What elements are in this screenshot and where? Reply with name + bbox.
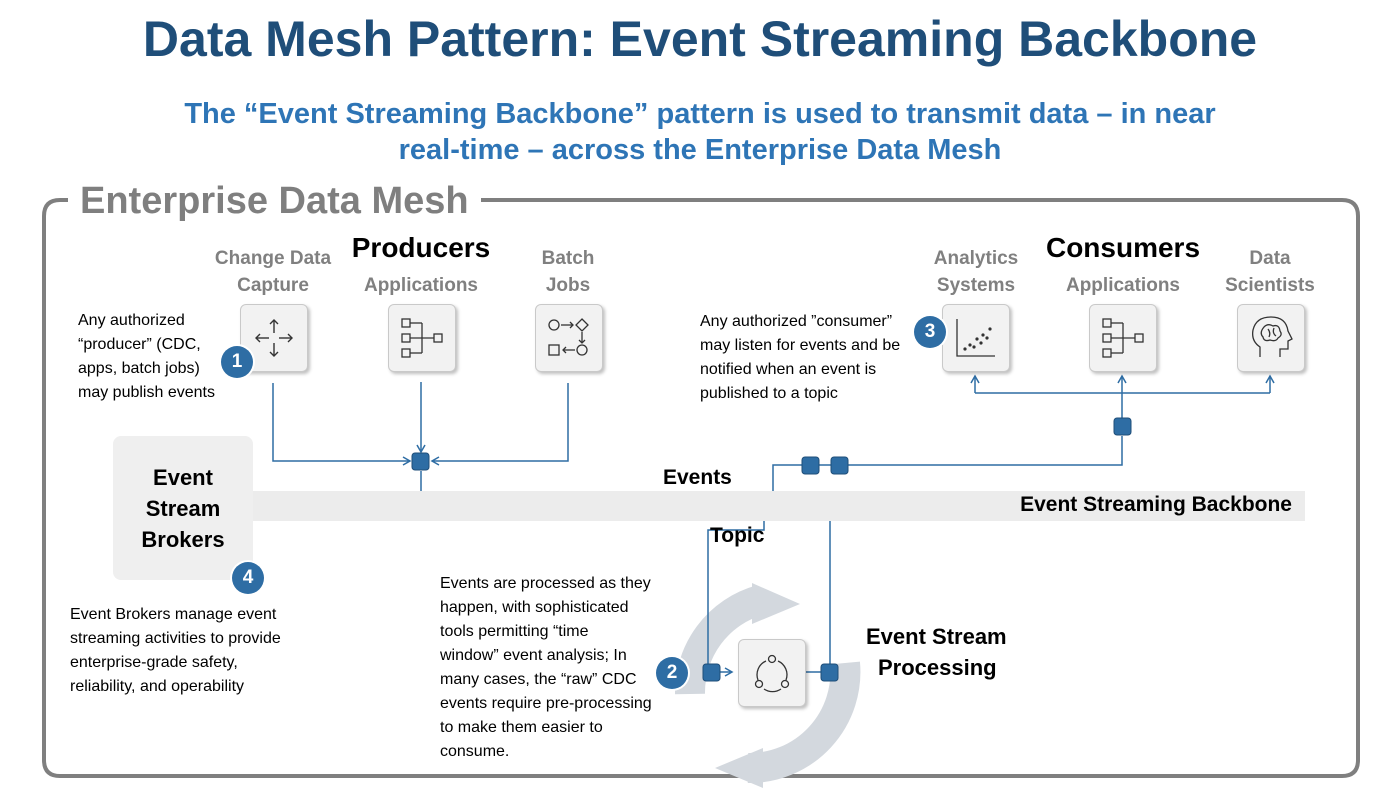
note-3-line: Any authorized ”consumer” [700, 313, 893, 330]
hierarchy-icon [1102, 318, 1144, 358]
note-2-line: events require pre-processing [440, 695, 652, 712]
producer-apps-label: Applications [363, 275, 478, 296]
brokers-line: Brokers [141, 526, 225, 552]
mesh-label: Enterprise Data Mesh [68, 180, 481, 223]
backbone-label: Event Streaming Backbone [1020, 493, 1292, 516]
brain-head-icon [1252, 316, 1293, 357]
page-title: Data Mesh Pattern: Event Streaming Backb… [142, 11, 1258, 67]
note-1-line: apps, batch jobs) [78, 360, 200, 377]
scatter-chart-icon [956, 319, 995, 357]
note-3-line: notified when an event is [700, 361, 877, 378]
note-producers: Any authorized “producer” (CDC, apps, ba… [78, 309, 248, 405]
consumers-heading: Consumers [1045, 232, 1201, 263]
processing-label: Event Stream Processing [866, 621, 1016, 683]
note-4-line: reliability, and operability [70, 678, 245, 695]
note-2-line: consume. [440, 743, 510, 760]
brokers-line: Event [153, 464, 213, 490]
note-4-line: streaming activities to provide [70, 630, 281, 647]
scientists-label: Data Scientists [1214, 245, 1326, 299]
batch-label: Batch Jobs [515, 245, 621, 299]
cycle-arrowhead-bottom [715, 748, 763, 788]
processing-label-line1: Event Stream [866, 624, 1007, 649]
cycle-icon [754, 654, 790, 693]
processing-cycle-arrows [674, 585, 861, 784]
note-1-line: “producer” (CDC, [78, 336, 201, 353]
analytics-tile[interactable] [942, 304, 1010, 372]
producers-heading: Producers [351, 232, 491, 263]
event-stream-brokers[interactable]: Event Stream Brokers [113, 436, 253, 580]
producer-apps-tile[interactable] [388, 304, 456, 372]
subtitle-line-2: real-time – across the Enterprise Data M… [398, 134, 1002, 166]
step-badge-3: 3 [914, 316, 946, 348]
note-consumers: Any authorized ”consumer” may listen for… [700, 310, 922, 406]
processing-out-node [820, 663, 839, 682]
batch-label-line2: Jobs [545, 275, 591, 296]
batch-label-line1: Batch [541, 248, 595, 269]
processing-label-line2: Processing [878, 655, 997, 680]
producer-merge-node [411, 452, 430, 471]
arrows-move-icon [255, 319, 293, 357]
consumer-apps-label: Applications [1065, 275, 1180, 296]
outbound-event-2 [830, 456, 849, 475]
note-2-line: happen, with sophisticated [440, 599, 629, 616]
processing-tile[interactable] [738, 639, 806, 707]
step-badge-4: 4 [232, 562, 264, 594]
consumer-merge-node [1113, 417, 1132, 436]
consumer-apps-tile[interactable] [1089, 304, 1157, 372]
note-3-line: published to a topic [700, 385, 838, 402]
note-1-line: Any authorized [78, 312, 185, 329]
scientists-label-line1: Data [1249, 248, 1291, 269]
note-2-line: to make them easier to [440, 719, 603, 736]
event-streaming-backbone [253, 491, 1305, 521]
scientists-label-line2: Scientists [1225, 275, 1315, 296]
batch-tile[interactable] [535, 304, 603, 372]
note-3-line: may listen for events and be [700, 337, 901, 354]
scientists-tile[interactable] [1237, 304, 1305, 372]
note-1-line: may publish events [78, 384, 215, 401]
note-2-line: tools permitting “time [440, 623, 589, 640]
note-4-line: Event Brokers manage event [70, 606, 277, 623]
topic-label: Topic [710, 524, 765, 547]
cycle-arrowhead-top [752, 583, 800, 624]
step-badge-2: 2 [656, 657, 688, 689]
processing-in-node [702, 663, 721, 682]
note-4-line: enterprise-grade safety, [70, 654, 238, 671]
note-processing: Events are processed as they happen, wit… [440, 572, 672, 764]
cdc-label-line2: Capture [237, 275, 309, 296]
step-badge-1: 1 [221, 346, 253, 378]
mesh-frame [42, 198, 1360, 778]
note-brokers: Event Brokers manage event streaming act… [70, 603, 330, 699]
subtitle-line-1: The “Event Streaming Backbone” pattern i… [184, 98, 1216, 130]
page-subtitle: The “Event Streaming Backbone” pattern i… [160, 96, 1240, 168]
analytics-label-line2: Systems [936, 275, 1016, 296]
note-2-line: Events are processed as they [440, 575, 651, 592]
analytics-label-line1: Analytics [933, 248, 1019, 269]
cdc-connector [272, 383, 412, 466]
batch-connector [430, 383, 569, 466]
hierarchy-icon [401, 318, 443, 358]
topic-to-consumers [772, 436, 1123, 497]
outbound-event-1 [801, 456, 820, 475]
workflow-icon [548, 318, 589, 356]
note-2-line: window” event analysis; In [440, 647, 627, 664]
events-label: Events [663, 466, 732, 489]
analytics-label: Analytics Systems [920, 245, 1032, 299]
cdc-label: Change Data Capture [200, 245, 346, 299]
cdc-label-line1: Change Data [214, 248, 332, 269]
brokers-line: Stream [145, 495, 221, 521]
note-2-line: many cases, the “raw” CDC [440, 671, 637, 688]
